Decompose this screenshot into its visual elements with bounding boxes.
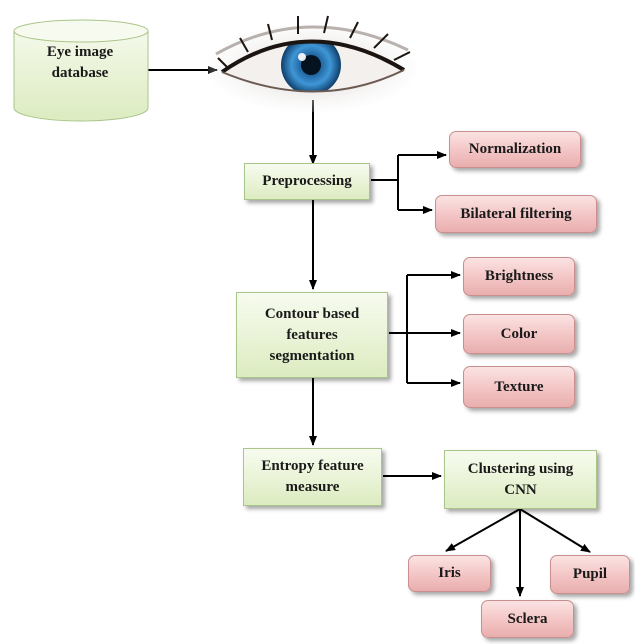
pupil-label: Pupil [572, 566, 608, 582]
color-box: Color [463, 314, 575, 354]
database-label: Eye image database [14, 42, 146, 84]
texture-box: Texture [463, 366, 575, 408]
preprocessing-box: Preprocessing [244, 163, 370, 200]
iris-label: Iris [438, 565, 461, 581]
eye-photo-icon [208, 15, 416, 112]
bilateral-filtering-box: Bilateral filtering [435, 195, 597, 233]
entropy-label-line2: measure [285, 479, 340, 495]
color-label: Color [500, 325, 538, 342]
database-cylinder-icon [13, 19, 149, 122]
preprocessing-label: Preprocessing [262, 173, 352, 189]
brightness-label: Brightness [484, 268, 554, 284]
contour-label-line1: Contour based [264, 305, 360, 322]
sclera-label: Sclera [507, 610, 548, 627]
database-label-line2: database [51, 65, 109, 81]
pupil-box: Pupil [550, 555, 630, 594]
brightness-box: Brightness [463, 257, 575, 296]
entropy-label-line1: Entropy feature [261, 458, 364, 474]
entropy-measure-box: Entropy feature measure [243, 448, 382, 506]
clustering-label-line1: Clustering using [467, 460, 574, 477]
sclera-box: Sclera [481, 600, 574, 638]
branch-contour [389, 275, 408, 383]
contour-segmentation-box: Contour based features segmentation [236, 292, 388, 378]
arrow-to-pupil [519, 508, 591, 553]
branch-preprocessing [371, 155, 399, 210]
normalization-label: Normalization [468, 141, 562, 157]
iris-box: Iris [408, 555, 491, 592]
arrow-to-iris [445, 508, 521, 552]
texture-label: Texture [494, 378, 544, 395]
contour-label-line3: segmentation [269, 347, 355, 364]
contour-label-line2: features [286, 326, 338, 343]
clustering-label-line2: CNN [504, 481, 537, 498]
database-label-line1: Eye image [46, 44, 114, 60]
clustering-cnn-box: Clustering using CNN [444, 450, 597, 509]
bilateral-filtering-label: Bilateral filtering [460, 205, 572, 222]
normalization-box: Normalization [449, 131, 581, 168]
